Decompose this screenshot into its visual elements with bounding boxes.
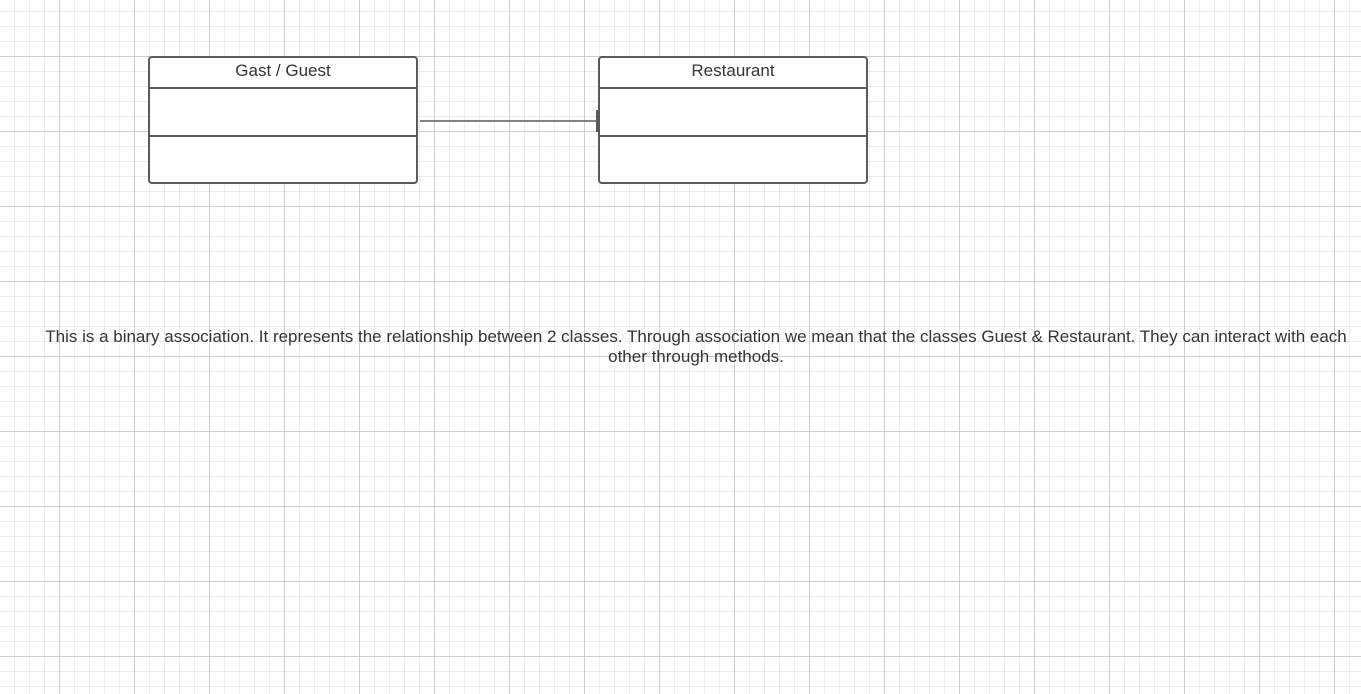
class-attributes-guest[interactable]	[150, 89, 416, 137]
association-note-text[interactable]: This is a binary association. It represe…	[45, 327, 1347, 366]
class-box-restaurant[interactable]: Restaurant	[598, 56, 868, 184]
class-methods-guest[interactable]	[150, 137, 416, 182]
class-name-restaurant: Restaurant	[600, 58, 866, 89]
class-attributes-restaurant[interactable]	[600, 89, 866, 137]
class-name-guest: Gast / Guest	[150, 58, 416, 89]
class-box-guest[interactable]: Gast / Guest	[148, 56, 418, 184]
class-methods-restaurant[interactable]	[600, 137, 866, 182]
